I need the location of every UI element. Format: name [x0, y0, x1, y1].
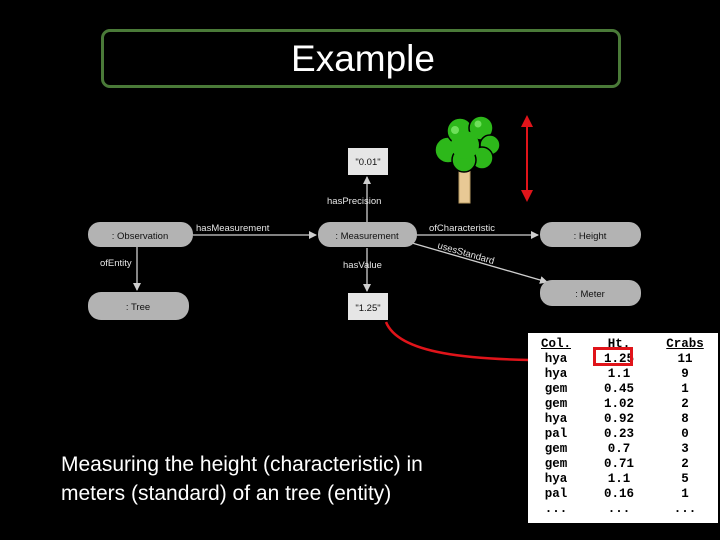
- caption-line-2: meters (standard) of an tree (entity): [61, 482, 392, 505]
- svg-text:: Height: : Height: [574, 231, 607, 242]
- table-cell: 2: [681, 457, 689, 471]
- table-row: gem 0.71 2: [528, 457, 718, 472]
- table-row: gem 1.02 2: [528, 397, 718, 412]
- label-has-precision: hasPrecision: [327, 196, 381, 207]
- svg-text:"0.01": "0.01": [355, 157, 380, 168]
- table-row: pal 0.23 0: [528, 427, 718, 442]
- table-cell: 0.16: [603, 487, 634, 501]
- table-cell: 2: [681, 397, 689, 411]
- table-cell: 1.25: [603, 352, 634, 366]
- slide-title: Example: [291, 37, 435, 79]
- label-of-characteristic: ofCharacteristic: [429, 223, 495, 234]
- table-cell: ...: [673, 502, 697, 516]
- table-cell: hya: [544, 352, 568, 366]
- table-cell: hya: [544, 367, 568, 381]
- svg-text:: Meter: : Meter: [575, 289, 605, 300]
- label-has-measurement: hasMeasurement: [196, 223, 270, 234]
- table-header-crabs: Crabs: [666, 337, 704, 351]
- table-header-col: Col.: [540, 337, 571, 351]
- table-row: hya 0.92 8: [528, 412, 718, 427]
- table-cell: hya: [544, 412, 568, 426]
- title-box: Example: [101, 29, 621, 88]
- label-has-value: hasValue: [343, 260, 382, 271]
- table-cell: gem: [544, 457, 568, 471]
- svg-text:: Observation: : Observation: [112, 231, 169, 242]
- table-cell: pal: [544, 427, 568, 441]
- node-observation: : Observation: [88, 222, 193, 247]
- node-meter: : Meter: [540, 280, 641, 306]
- table-cell: gem: [544, 382, 568, 396]
- table-cell: 11: [677, 352, 693, 366]
- edge-uses-standard: [411, 242, 548, 284]
- label-uses-standard: usesStandard: [436, 240, 495, 267]
- table-cell: 1.02: [603, 397, 634, 411]
- table-cell: ...: [544, 502, 568, 516]
- table-cell: 1: [681, 382, 689, 396]
- table-row: pal 0.16 1: [528, 487, 718, 502]
- table-row: gem 0.7 3: [528, 442, 718, 457]
- node-height: : Height: [540, 222, 641, 247]
- table-cell: 0.23: [603, 427, 634, 441]
- table-cell: 0.92: [603, 412, 634, 426]
- node-measurement: : Measurement: [318, 222, 417, 247]
- table-cell: 0.71: [603, 457, 634, 471]
- table-cell: 1.1: [607, 367, 631, 381]
- svg-text:"1.25": "1.25": [355, 303, 380, 314]
- caption: Measuring the height (characteristic) in…: [61, 450, 501, 508]
- node-precision: "0.01": [348, 148, 388, 175]
- tree-icon: [434, 115, 501, 204]
- highlight-box: [593, 347, 633, 366]
- table-cell: 1.1: [607, 472, 631, 486]
- table-cell: 5: [681, 472, 689, 486]
- svg-text:: Tree: : Tree: [126, 302, 150, 313]
- table-cell: gem: [544, 397, 568, 411]
- table-cell: hya: [544, 472, 568, 486]
- table-cell: 3: [681, 442, 689, 456]
- node-value: "1.25": [348, 293, 388, 320]
- table-cell: 1: [681, 487, 689, 501]
- table-row: hya 1.25 11: [528, 352, 718, 367]
- table-cell: 0.45: [603, 382, 634, 396]
- table-row: hya 1.1 9: [528, 367, 718, 382]
- table-row: ... ... ...: [528, 502, 718, 517]
- table-cell: ...: [607, 502, 631, 516]
- svg-text:: Measurement: : Measurement: [335, 231, 399, 242]
- table-row: hya 1.1 5: [528, 472, 718, 487]
- label-of-entity: ofEntity: [100, 258, 132, 269]
- table-cell: 8: [681, 412, 689, 426]
- table-cell: 0.7: [607, 442, 631, 456]
- node-tree: : Tree: [88, 292, 189, 320]
- table-cell: 0: [681, 427, 689, 441]
- table-cell: 9: [681, 367, 689, 381]
- caption-line-1: Measuring the height (characteristic) in: [61, 453, 423, 476]
- table-cell: pal: [544, 487, 568, 501]
- table-cell: gem: [544, 442, 568, 456]
- table-row: gem 0.45 1: [528, 382, 718, 397]
